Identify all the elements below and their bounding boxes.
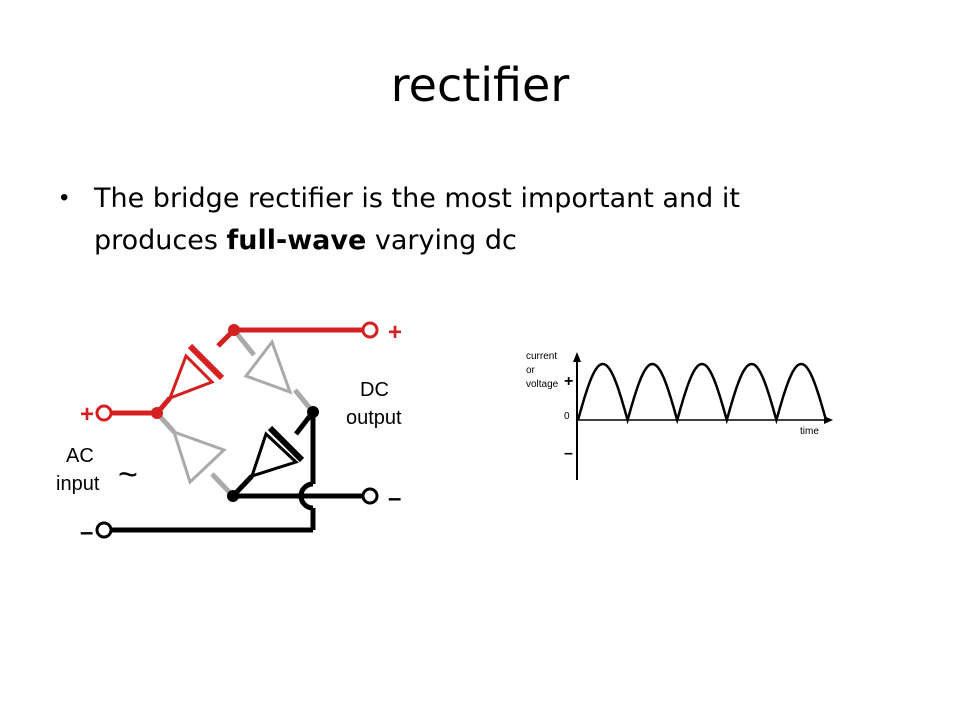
bullet-bold-term: full-wave xyxy=(226,225,367,256)
bullet-text-after: varying dc xyxy=(366,225,517,256)
diode-gray-bottom-left xyxy=(155,411,235,498)
dc-label-line1: DC xyxy=(360,379,389,401)
y-axis-arrow-icon xyxy=(573,352,581,362)
dc-label-line2: output xyxy=(346,407,402,429)
bullet-dot-icon: • xyxy=(60,184,69,211)
dc-minus-label: – xyxy=(388,485,401,512)
bullet-text: The bridge rectifier is the most importa… xyxy=(94,178,834,262)
ac-label-line1: AC xyxy=(66,445,94,467)
ac-tilde-symbol: ~ xyxy=(118,456,138,494)
graph-xlabel: time xyxy=(800,426,819,437)
ac-minus-label: – xyxy=(80,519,93,546)
slide-title: rectifier xyxy=(390,58,570,112)
graph-zero-label: 0 xyxy=(564,411,570,422)
graph-ylabel-line2: or xyxy=(526,365,536,376)
diode-gray-top-right xyxy=(232,328,315,414)
bullet-text-before: The bridge rectifier is the most importa… xyxy=(94,183,740,256)
full-wave-output-graph: current or voltage + 0 – time xyxy=(526,351,833,480)
graph-ylabel-line1: current xyxy=(526,351,557,362)
graph-plus-label: + xyxy=(564,373,573,390)
red-conduction-path xyxy=(95,321,379,422)
ac-plus-label: + xyxy=(80,401,94,428)
rectified-wave xyxy=(576,362,828,425)
bridge-rectifier-circuit: + – AC input ~ + – DC output xyxy=(56,319,402,546)
graph-minus-label: – xyxy=(564,445,573,462)
ac-label-line2: input xyxy=(56,473,100,495)
black-conduction-path xyxy=(95,406,379,539)
dc-plus-label: + xyxy=(388,319,402,346)
graph-ylabel-line3: voltage xyxy=(526,379,559,390)
